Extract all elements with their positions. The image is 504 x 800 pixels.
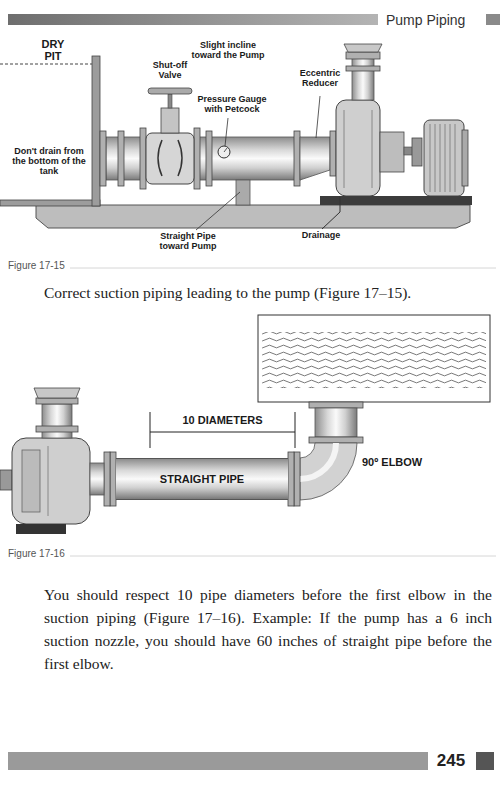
leader-line	[225, 118, 228, 146]
eccentric-reducer	[300, 137, 330, 180]
valve-handwheel	[148, 88, 192, 94]
valve-gate-symbol	[158, 140, 162, 176]
pipe-flange	[330, 131, 336, 176]
area-label: DRY PIT	[36, 38, 70, 62]
pump-detail	[372, 110, 373, 188]
callout-label: Pressure Gauge with Petcock	[190, 94, 274, 114]
body-text: Correct suction piping leading to the pu…	[44, 281, 496, 304]
node-text: 245	[437, 751, 465, 771]
motor-fins	[430, 124, 455, 192]
tank-water	[262, 332, 486, 388]
footer-mark	[476, 752, 494, 770]
pump-detail	[22, 450, 40, 512]
vertical-pipe	[315, 408, 357, 437]
pump-shaft	[0, 470, 12, 490]
drain-line	[322, 196, 340, 229]
callout-label: 90º ELBOW	[362, 456, 462, 468]
callout-label: Drainage	[296, 230, 346, 240]
pipe-flange	[104, 452, 110, 506]
elbow-fitting	[300, 443, 357, 500]
callout-label: Shut-off Valve	[145, 60, 195, 80]
discharge-nozzle	[352, 58, 374, 100]
discharge-bell	[34, 388, 80, 398]
callout-label: Slight incline toward the Pump	[190, 40, 266, 60]
motor	[424, 120, 464, 196]
header-bar	[486, 14, 500, 25]
header-bar	[8, 14, 378, 25]
pipe-flange	[346, 66, 380, 71]
pipe-flange	[309, 402, 363, 408]
dimension-tick	[150, 412, 151, 448]
callout-label: Straight Pipe toward Pump	[150, 231, 226, 251]
elbow-highlight	[300, 443, 336, 479]
valve-flange	[194, 128, 200, 189]
tank-wall	[92, 56, 100, 206]
leader-line	[316, 96, 320, 138]
dimension-line	[150, 432, 295, 433]
callout-label: Don't drain from the bottom of the tank	[10, 146, 88, 176]
valve-body	[146, 133, 194, 184]
gauge-needle	[224, 148, 227, 152]
pressure-gauge	[218, 146, 230, 158]
pipe-flange	[294, 452, 300, 506]
coupling	[412, 138, 422, 166]
tank	[258, 315, 490, 402]
body-text: You should respect 10 pipe diameters bef…	[44, 583, 492, 675]
base-plate	[320, 196, 472, 205]
running-header: Pump Piping	[386, 12, 496, 28]
pipe-flange	[100, 131, 106, 186]
node-text: STRAIGHT PIPE	[160, 473, 244, 485]
pipe-support	[236, 180, 250, 205]
page-number-box: 245	[432, 749, 470, 773]
valve-flange	[140, 128, 146, 189]
concrete-base	[36, 205, 470, 228]
pump-casing	[12, 438, 90, 524]
callout-label: Eccentric Reducer	[293, 68, 347, 88]
pipe-flange	[288, 452, 294, 506]
pump-detail	[48, 446, 49, 516]
valve-stem	[168, 94, 172, 108]
suction-pipe	[106, 137, 300, 180]
pipe-flange	[294, 131, 300, 186]
pipe-flange	[346, 52, 380, 59]
pump-detail	[344, 110, 345, 188]
caption-rule	[70, 268, 496, 269]
pipe-flange	[206, 131, 212, 186]
pipe-segment: STRAIGHT PIPE	[116, 458, 288, 500]
discharge-nozzle	[42, 404, 72, 438]
discharge-bell	[344, 44, 382, 52]
dimension-tick	[295, 412, 296, 448]
figure-caption: Figure 17-16	[8, 548, 88, 559]
pump-base	[16, 524, 66, 534]
dimension-label: 10 DIAMETERS	[150, 414, 295, 426]
caption-rule	[70, 556, 496, 557]
pipe-flange	[36, 398, 78, 404]
pipe-flange	[36, 426, 78, 432]
pipe-flange	[118, 131, 124, 186]
pipe-flange	[309, 437, 363, 443]
valve-bonnet	[161, 108, 179, 133]
bearing-frame	[380, 132, 404, 172]
water-level-line	[0, 64, 92, 65]
valve-gate-symbol	[178, 140, 182, 176]
figure-caption: Figure 17-15	[8, 260, 88, 271]
motor-end-cap	[462, 130, 468, 186]
leader-line	[196, 192, 240, 230]
suction-nozzle	[90, 463, 104, 495]
tank-floor	[0, 200, 100, 206]
pump-casing	[336, 100, 380, 196]
footer-bar	[8, 752, 428, 770]
